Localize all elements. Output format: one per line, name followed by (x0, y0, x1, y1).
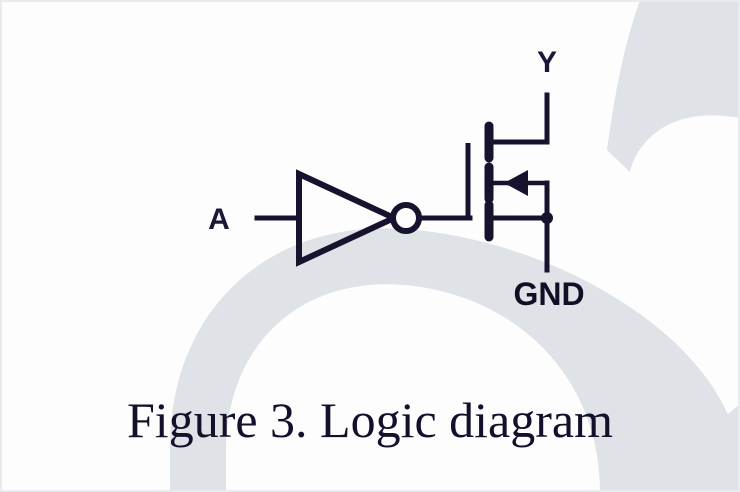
label-ground: GND (513, 276, 584, 312)
label-input-a: A (208, 203, 230, 236)
mosfet-drain-wire (486, 92, 550, 145)
figure-caption: Figure 3. Logic diagram (127, 392, 613, 448)
watermark-arc (170, 228, 740, 492)
label-output-y: Y (537, 46, 557, 79)
watermark-corner-shape (607, 0, 740, 172)
inverter-bubble-icon (390, 202, 422, 234)
mosfet-body-arrow-icon (504, 170, 528, 196)
watermark-group (170, 0, 740, 492)
watermark-arc-tail (612, 404, 740, 492)
inverter-triangle (296, 169, 402, 267)
mosfet-symbol (465, 92, 553, 273)
